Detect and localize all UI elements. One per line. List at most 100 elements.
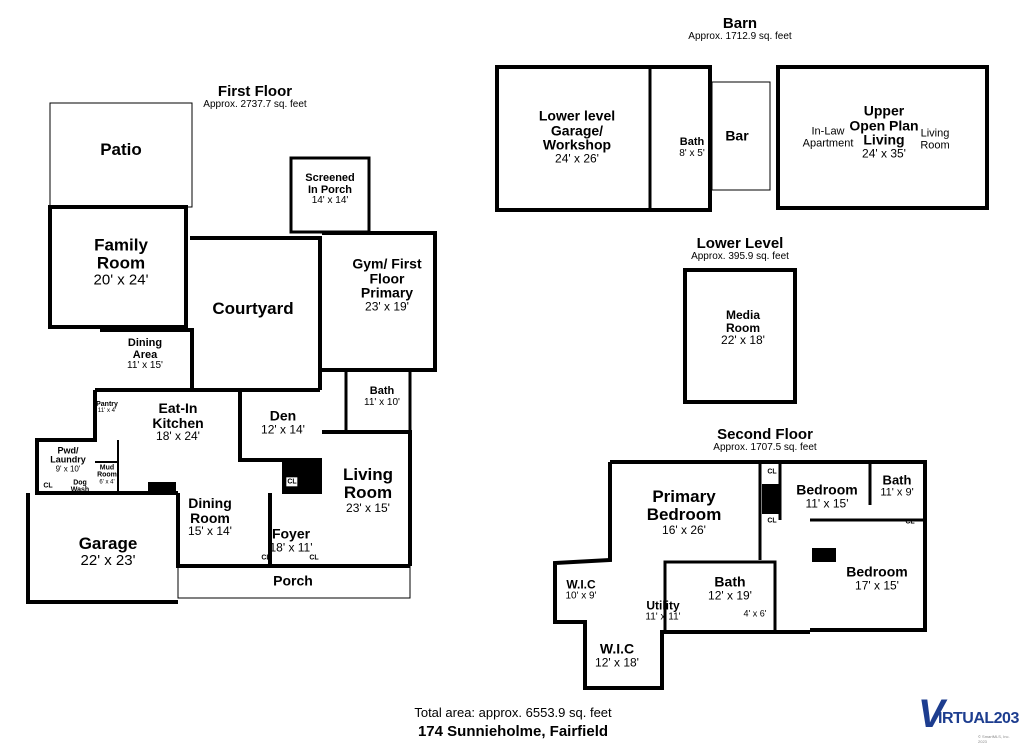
second-floor-area: Approx. 1707.5 sq. feet [713,441,817,453]
first-floor-area: Approx. 2737.7 sq. feet [203,98,307,110]
room-name: Family Room [94,235,148,273]
address: 174 Sunnieholme, Fairfield [417,723,609,741]
room-dim: 11' x 4' [97,408,117,415]
first-floor-title: First Floor [217,82,293,100]
room-dim: 18' x 11' [269,540,313,555]
room-porch: Porch [273,572,313,589]
room-patio: Patio [100,141,142,159]
room-name: Porch [273,572,313,589]
room-name: Mud Room [97,464,117,479]
room-dim: 11' x 9' [880,486,914,499]
room-dim: 14' x 14' [311,195,349,207]
room-barn-living: Living Room [915,128,955,151]
closet-label: CL [309,554,319,562]
closet-label: CL [261,554,271,562]
room-dim: 10' x 9' [565,590,597,602]
room-name: Bedroom [796,481,858,498]
room-name: Bath [714,573,746,590]
room-name: Foyer [271,525,311,542]
room-dog-wash: Dog Wash [69,480,91,495]
room-dim: 24' x 35' [862,146,906,161]
lower-level-area: Approx. 395.9 sq. feet [691,250,789,262]
room-dim: 12' x 14' [261,422,305,437]
room-dim: 16' x 26' [662,522,706,537]
room-dim: 6' x 4' [99,479,115,486]
room-name: Patio [100,140,142,160]
room-courtyard: Courtyard [212,300,293,318]
logo-v-mark: V [918,692,945,736]
virtual203-logo: V IRTUAL203 © SmartMLS, Inc. 2023 [918,692,1019,744]
room-dim: 11' x 11' [645,611,681,623]
room-name: Screened In Porch [305,172,355,196]
room-name: Lower level Garage/ Workshop [538,107,616,154]
room-inlaw: In-Law Apartment [798,126,858,149]
room-name: Eat-In Kitchen [152,400,204,431]
room-dim: 12' x 19' [708,588,752,603]
room-name: Dining Area [127,337,163,361]
room-name: In-Law Apartment [802,125,854,149]
room-name: Bedroom [846,563,908,580]
room-dim: 24' x 26' [555,151,599,166]
room-name: Bath [679,135,705,148]
room-name: Bar [725,127,749,144]
room-name: Pantry [96,401,118,409]
room-name: Living Room [342,464,394,502]
room-name: Utility [646,598,680,613]
room-name: Pwd/ Laundry [50,445,86,465]
logo-text: IRTUAL203 [938,710,1019,727]
room-dim: 9' x 10' [55,464,81,474]
room-dim: 12' x 18' [595,655,639,670]
room-name: Bath [882,472,912,488]
closet-label: CL [43,482,53,490]
room-dim: 23' x 15' [346,500,390,515]
room-dim: 22' x 23' [80,552,136,570]
room-dim: 18' x 24' [156,429,200,444]
room-dim: 20' x 24' [93,270,149,288]
closet-label: CL [905,518,915,526]
room-dim: 17' x 15' [855,578,899,593]
room-name: Bath [369,384,395,397]
room-dim: 11' x 10' [364,396,400,408]
room-name: Primary Bedroom [646,486,722,524]
room-dim: 23' x 19' [365,299,409,314]
room-bar: Bar [725,127,749,144]
room-name: Dog Wash [70,479,90,494]
room-name: Upper Open Plan Living [849,102,919,149]
room-dim: 15' x 14' [188,524,232,539]
room-name: Gym/ First Floor Primary [352,255,422,302]
room-name: Living Room [920,127,950,151]
barn-title: Barn [722,14,758,32]
room-name: Dining Room [188,495,232,526]
room-dim: 22' x 18' [721,333,765,348]
room-name: W.I.C [566,577,596,592]
room-name: Media Room [725,308,760,335]
closet-label: CL [767,468,777,476]
room-name: Courtyard [212,299,294,319]
